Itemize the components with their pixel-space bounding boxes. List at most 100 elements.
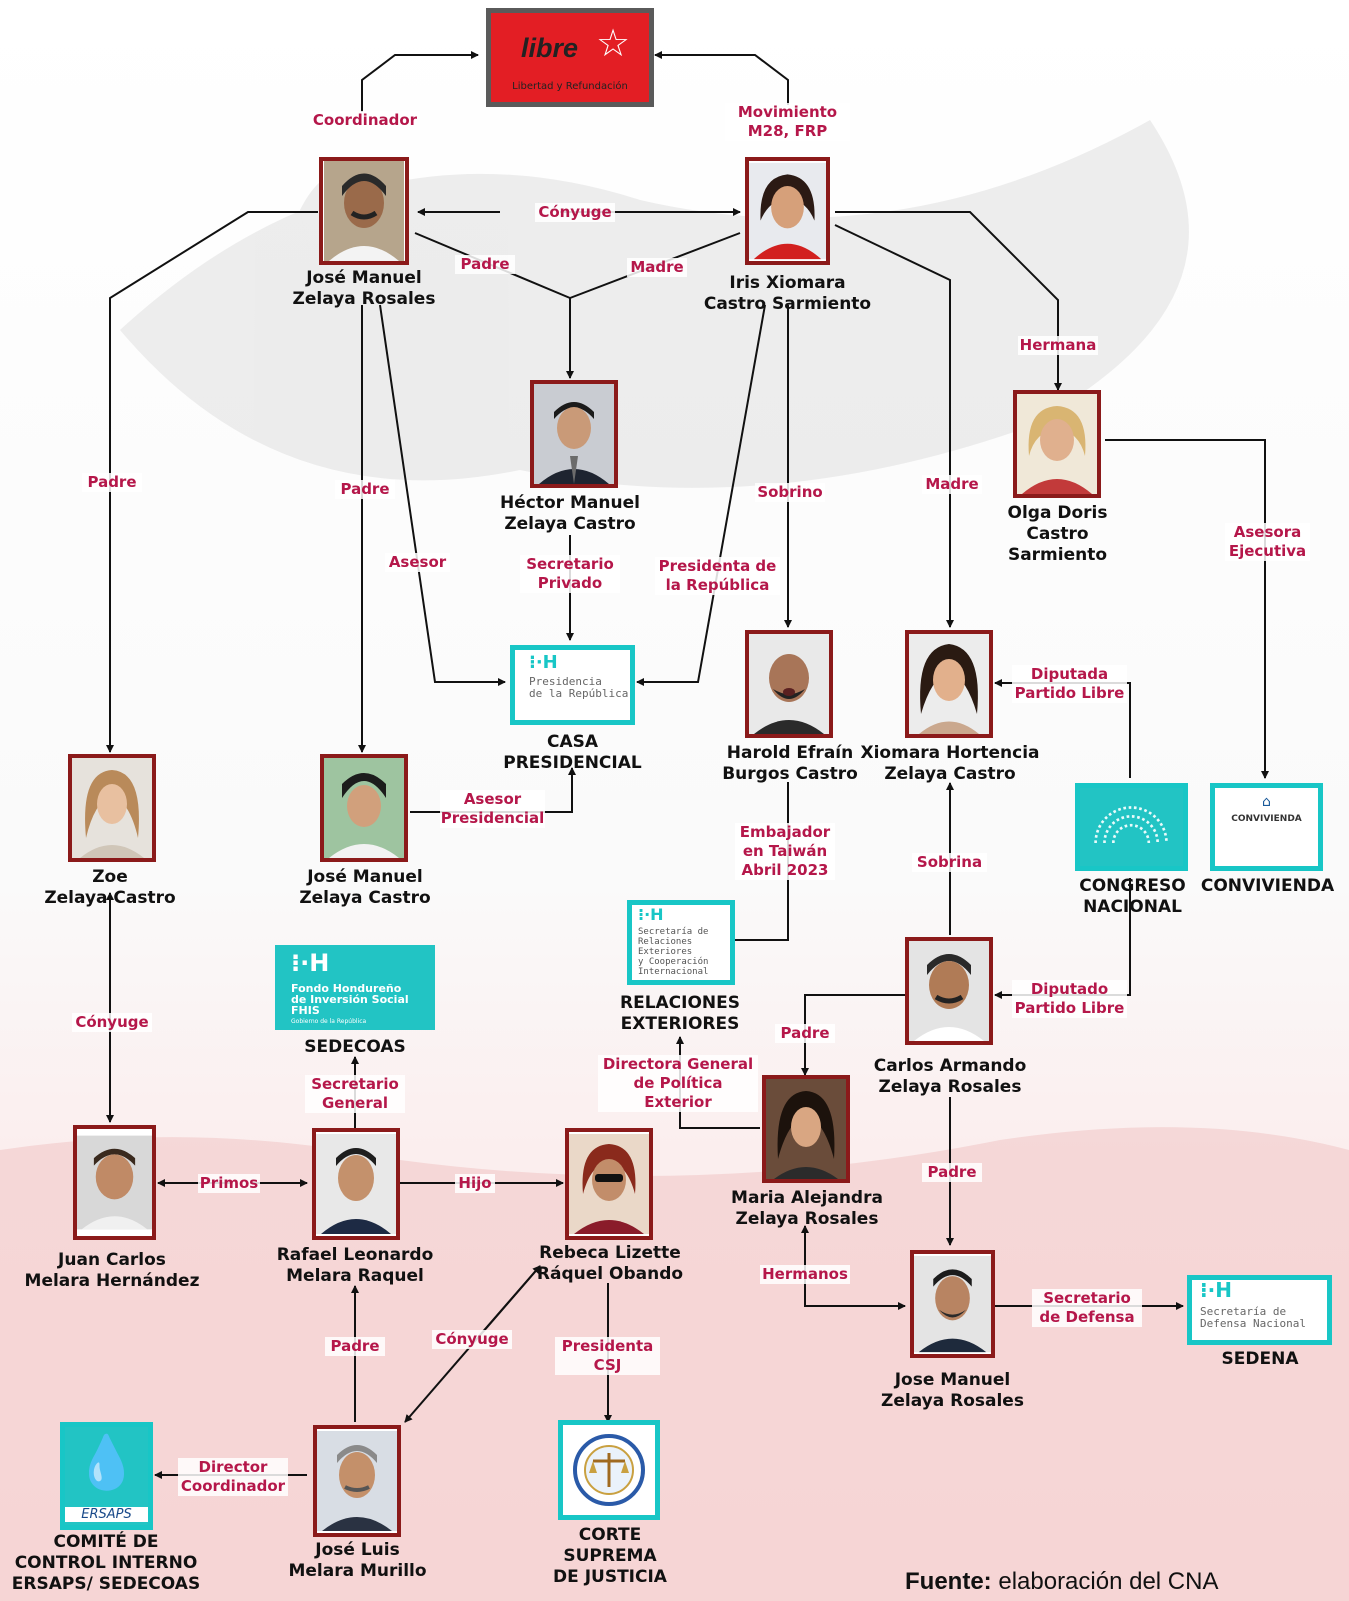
- logo-convivienda: ⌂ CONVIVIENDA: [1210, 783, 1323, 871]
- rel-hermanos: Hermanos: [760, 1265, 850, 1284]
- rel-embajador: Embajador en Taiwán Abril 2023: [735, 823, 835, 880]
- logo-fhis: ⁝·H Fondo Hondureño de Inversión Social …: [275, 945, 435, 1030]
- photo-maria-alejandra-zelaya-rosales: [762, 1075, 850, 1183]
- rel-sobrina: Sobrina: [912, 853, 987, 872]
- rel-hijo: Hijo: [455, 1174, 495, 1193]
- rel-asesor: Asesor: [385, 553, 450, 572]
- name-harold-efrain-burgos-castro: Harold Efraín Burgos Castro: [722, 743, 858, 784]
- rel-diputado: Diputado Partido Libre: [1012, 980, 1127, 1018]
- photo-xiomara-hortencia-zelaya-castro: [905, 630, 993, 738]
- name-relaciones-exteriores: RELACIONES EXTERIORES: [619, 993, 741, 1034]
- rel-presidenta-republica: Presidenta de la República: [655, 557, 780, 595]
- photo-iris-xiomara-castro-sarmiento: [745, 157, 830, 265]
- honduras-h-icon: ⁝·H: [1200, 1278, 1232, 1302]
- logo-congreso-nacional: [1075, 783, 1188, 871]
- presidencia-logo-text: Presidencia de la República: [529, 675, 629, 700]
- name-zoe-zelaya-castro: Zoe Zelaya Castro: [44, 867, 176, 908]
- name-jose-manuel-zelaya-rosales-2: Jose Manuel Zelaya Rosales: [881, 1370, 1024, 1411]
- source-text: elaboración del CNA: [991, 1568, 1219, 1595]
- name-xiomara-hortencia-zelaya-castro: Xiomara Hortencia Zelaya Castro: [860, 743, 1040, 784]
- parliament-hemicycle-icon: [1094, 806, 1168, 844]
- rree-logo-text: Secretaría de Relaciones Exteriores y Co…: [638, 927, 709, 977]
- photo-rafael-leonardo-melara-raquel: [312, 1128, 400, 1240]
- name-maria-alejandra-zelaya-rosales: Maria Alejandra Zelaya Rosales: [731, 1188, 883, 1229]
- scales-of-justice-icon: [573, 1434, 645, 1506]
- name-rebeca-lizette-raquel-obando: Rebeca Lizette Ráquel Obando: [536, 1243, 684, 1284]
- rel-padre-jmzc: Padre: [335, 480, 395, 499]
- convivienda-logo-text: CONVIVIENDA: [1231, 814, 1302, 824]
- photo-hector-manuel-zelaya-castro: [530, 380, 618, 488]
- name-jose-luis-melara-murillo: José Luis Melara Murillo: [288, 1540, 427, 1581]
- logo-csj: [558, 1420, 660, 1520]
- name-corte-suprema: CORTE SUPREMA DE JUSTICIA: [553, 1525, 667, 1587]
- photo-olga-doris-castro-sarmiento: [1013, 390, 1101, 498]
- name-comite-control-interno: COMITÉ DE CONTROL INTERNO ERSAPS/ SEDECO…: [11, 1532, 201, 1594]
- rel-conyuge-top: Cónyuge: [535, 203, 615, 222]
- fhis-logo-sub: Gobierno de la República: [291, 1018, 367, 1025]
- star-icon: ☆: [596, 21, 631, 65]
- logo-relaciones-exteriores: ⁝·H Secretaría de Relaciones Exteriores …: [627, 900, 735, 985]
- party-logo-libre: libre ☆ Libertad y Refundación: [486, 8, 654, 107]
- rel-padre-jmzr2: Padre: [922, 1163, 982, 1182]
- photo-juan-carlos-melara-hernandez: [73, 1125, 156, 1240]
- honduras-h-icon: ⁝·H: [529, 652, 558, 673]
- rel-director-coordinador: Director Coordinador: [178, 1458, 288, 1496]
- honduras-h-icon: ⁝·H: [291, 949, 330, 977]
- photo-rebeca-lizette-raquel-obando: [565, 1128, 653, 1240]
- rel-padre-zoe: Padre: [82, 473, 142, 492]
- rel-hermana: Hermana: [1018, 336, 1098, 355]
- party-name: libre: [521, 33, 579, 63]
- ersaps-logo-text: ERSAPS: [65, 1507, 148, 1522]
- name-convivienda: CONVIVIENDA: [1200, 876, 1335, 896]
- rel-madre-hector: Madre: [627, 258, 687, 277]
- name-sedecoas: SEDECOAS: [304, 1037, 406, 1057]
- name-congreso-nacional: CONGRESO NACIONAL: [1079, 876, 1186, 917]
- rel-secretario-defensa: Secretario de Defensa: [1032, 1289, 1142, 1327]
- rel-secretario-privado: Secretario Privado: [520, 555, 620, 593]
- water-drop-icon: 💧: [74, 1433, 139, 1493]
- rel-coordinador: Coordinador: [310, 111, 420, 130]
- photo-zoe-zelaya-castro: [68, 754, 156, 862]
- source-label: Fuente:: [905, 1568, 992, 1595]
- logo-presidencia: ⁝·H Presidencia de la República: [510, 645, 635, 725]
- rel-presidenta-csj: Presidenta CSJ: [555, 1337, 660, 1375]
- rel-conyuge-rebeca: Cónyuge: [432, 1330, 512, 1349]
- photo-harold-efrain-burgos-castro: [745, 630, 833, 738]
- name-hector-manuel-zelaya-castro: Héctor Manuel Zelaya Castro: [500, 493, 640, 534]
- name-jose-manuel-zelaya-rosales: José Manuel Zelaya Rosales: [292, 268, 436, 309]
- logo-ersaps: 💧 ERSAPS: [60, 1422, 153, 1530]
- rel-directora-general: Directora General de Política Exterior: [598, 1055, 758, 1112]
- photo-jose-manuel-zelaya-rosales-2: [910, 1250, 995, 1358]
- name-carlos-armando-zelaya-rosales: Carlos Armando Zelaya Rosales: [873, 1056, 1027, 1097]
- name-sedena: SEDENA: [1221, 1349, 1299, 1369]
- photo-jose-manuel-zelaya-castro: [320, 754, 408, 862]
- photo-jose-manuel-zelaya-rosales: [319, 157, 409, 265]
- rel-conyuge-zoe: Cónyuge: [72, 1013, 152, 1032]
- name-rafael-leonardo-melara-raquel: Rafael Leonardo Melara Raquel: [276, 1245, 434, 1286]
- rel-diputada: Diputada Partido Libre: [1012, 665, 1127, 703]
- honduras-h-icon: ⁝·H: [638, 905, 664, 924]
- sedena-logo-text: Secretaría de Defensa Nacional: [1200, 1305, 1306, 1330]
- rel-asesora-ejecutiva: Asesora Ejecutiva: [1225, 523, 1310, 561]
- name-juan-carlos-melara-hernandez: Juan Carlos Melara Hernández: [24, 1250, 200, 1291]
- rel-movimiento: Movimiento M28, FRP: [725, 103, 850, 141]
- rel-primos: Primos: [198, 1174, 260, 1193]
- logo-sedena: ⁝·H Secretaría de Defensa Nacional: [1187, 1275, 1332, 1345]
- rel-padre-rafael: Padre: [325, 1337, 385, 1356]
- rel-sobrino: Sobrino: [755, 483, 825, 502]
- rel-secretario-general: Secretario General: [305, 1075, 405, 1113]
- rel-padre-maria: Padre: [775, 1024, 835, 1043]
- house-icon: ⌂: [1262, 794, 1271, 810]
- photo-jose-luis-melara-murillo: [313, 1425, 401, 1537]
- party-slogan: Libertad y Refundación: [512, 81, 628, 92]
- name-jose-manuel-zelaya-castro: José Manuel Zelaya Castro: [299, 867, 431, 908]
- fhis-logo-text: Fondo Hondureño de Inversión Social FHIS: [291, 982, 409, 1017]
- rel-asesor-presidencial: Asesor Presidencial: [440, 790, 545, 828]
- rel-padre-hector: Padre: [455, 255, 515, 274]
- source-note: Fuente: elaboración del CNA: [905, 1568, 1218, 1596]
- name-casa-presidencial: CASA PRESIDENCIAL: [503, 732, 642, 773]
- photo-carlos-armando-zelaya-rosales: [905, 937, 993, 1045]
- name-olga-doris-castro-sarmiento: Olga Doris Castro Sarmiento: [1007, 503, 1108, 565]
- rel-madre-xiomara: Madre: [922, 475, 982, 494]
